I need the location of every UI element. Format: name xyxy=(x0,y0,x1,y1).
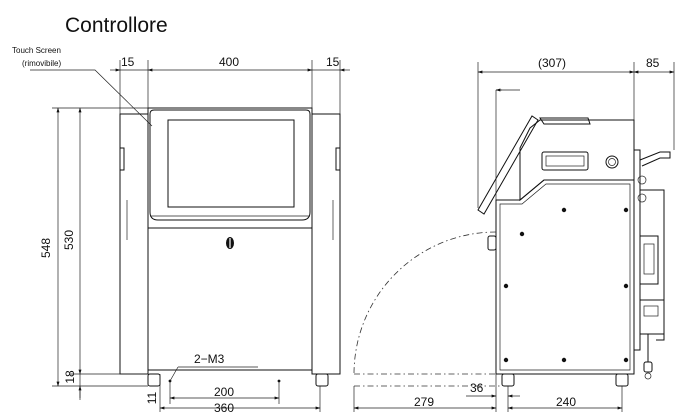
dim-body-height: 530 xyxy=(62,230,76,250)
dim-hole-pitch: 200 xyxy=(214,385,234,399)
side-top-dimensions xyxy=(477,62,675,208)
front-right-foot xyxy=(315,373,329,387)
dim-depth: (307) xyxy=(538,56,566,70)
dim-foot-pitch: 240 xyxy=(556,395,576,409)
dim-total-width: 360 xyxy=(214,401,234,415)
dim-width: 400 xyxy=(219,55,239,69)
callout-leader xyxy=(30,69,153,127)
hole-label: 2−M3 xyxy=(194,352,225,366)
page-title: Controllore xyxy=(65,14,168,37)
side-right-foot xyxy=(615,373,629,387)
dim-side-right: 15 xyxy=(326,55,340,69)
side-display-window xyxy=(541,151,589,171)
dim-door-swing: 279 xyxy=(414,395,434,409)
side-touch-screen xyxy=(477,115,539,215)
front-left-handle xyxy=(120,147,125,171)
dim-side-left: 15 xyxy=(121,55,135,69)
front-bottom-dimensions xyxy=(159,366,321,412)
dim-foot-offset: 11 xyxy=(145,391,159,404)
front-view xyxy=(119,107,341,387)
dim-foot-height: 18 xyxy=(63,370,77,384)
touch-screen-bezel xyxy=(149,109,311,221)
side-upper-section xyxy=(519,119,635,202)
side-knob xyxy=(605,155,619,169)
dim-rear: 85 xyxy=(646,56,660,70)
front-right-handle xyxy=(335,147,340,171)
side-hose xyxy=(639,151,671,167)
dim-side-foot-offset: 36 xyxy=(470,381,484,395)
front-left-foot xyxy=(147,373,161,387)
touch-screen-display xyxy=(167,119,295,208)
dim-total-height: 548 xyxy=(39,238,53,258)
front-top-dimensions xyxy=(110,60,350,114)
callout-line-2: (rimovibile) xyxy=(22,59,61,68)
side-left-foot xyxy=(501,373,515,387)
callout-line-1: Touch Screen xyxy=(12,46,61,55)
side-bottom-dimensions xyxy=(353,374,623,412)
side-view xyxy=(477,115,671,387)
door-swing-arc xyxy=(353,231,497,375)
front-height-dimensions xyxy=(52,107,148,400)
